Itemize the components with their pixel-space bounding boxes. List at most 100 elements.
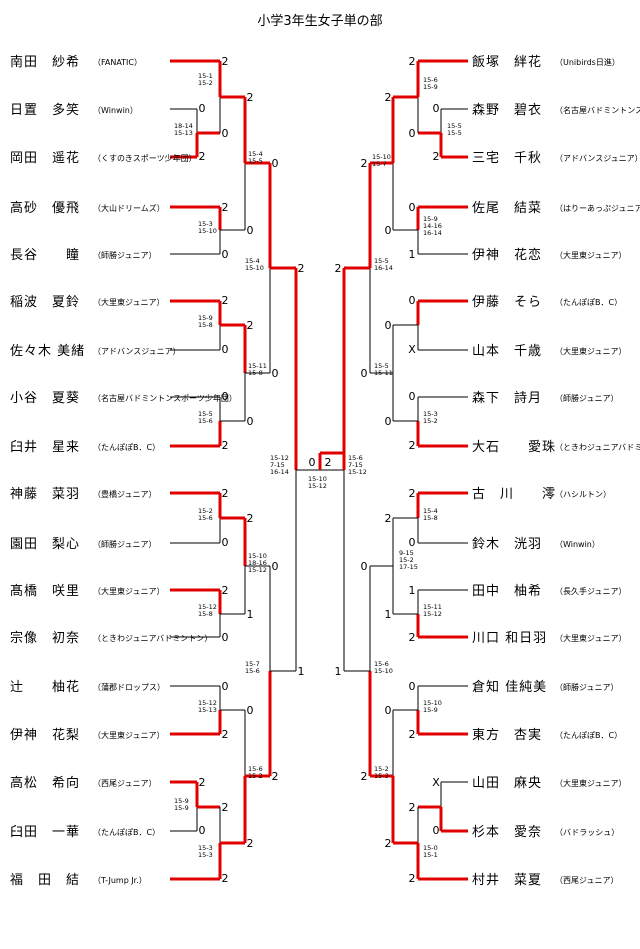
game-scores: 15-3 [198, 844, 213, 852]
game-scores: 15-13 [174, 129, 193, 137]
match-score: 0 [433, 102, 440, 115]
game-scores: 15-9 [174, 797, 189, 805]
game-scores: 17-15 [399, 563, 418, 571]
player-club: （大里東ジュニア） [93, 586, 164, 596]
game-scores: 15-2 [374, 765, 389, 773]
game-scores: 15-10 [372, 153, 391, 161]
match-score: 2 [247, 319, 254, 332]
match-score: 1 [385, 608, 392, 621]
game-scores: 15-2 [248, 772, 263, 780]
player-club: （大里東ジュニア） [555, 346, 626, 356]
game-scores: 15-4 [245, 257, 260, 265]
game-scores: 15-6 [348, 454, 363, 462]
player-club: （ハシルトン） [555, 490, 611, 499]
match-score: 1 [335, 665, 342, 678]
game-scores: 7-15 [348, 461, 363, 469]
match-score: 0 [222, 680, 229, 693]
player-name: 倉知 佳純美 [472, 679, 547, 695]
match-score: 0 [222, 343, 229, 356]
player-name: 稲波 夏鈴 [10, 295, 80, 310]
player-club: （たんぽぽB．C） [93, 443, 160, 452]
game-scores: 15-12 [198, 603, 217, 611]
player-club: （師勝ジュニア） [555, 682, 618, 692]
game-scores: 15-8 [423, 514, 438, 522]
match-score: 0 [199, 824, 206, 837]
match-score: 0 [272, 157, 279, 170]
match-score: 2 [409, 728, 416, 741]
game-scores: 15-2 [399, 556, 414, 564]
match-score: 2 [272, 770, 279, 783]
player-club: （たんぽぽB．C） [93, 828, 160, 837]
match-score: X [408, 343, 416, 356]
player-club: （ときわジュニアバドミントン） [93, 634, 212, 643]
player-club: （大里東ジュニア） [93, 297, 164, 307]
player-name: 古 川 澪 [472, 487, 556, 502]
player-club: （FANATIC） [93, 58, 142, 67]
game-scores: 15-6 [198, 417, 213, 425]
game-scores: 15-11 [423, 603, 442, 611]
game-scores: 18-16 [248, 559, 267, 567]
game-scores: 15-10 [248, 552, 267, 560]
player-name: 宗像 初奈 [10, 630, 80, 646]
player-name: 東方 杏実 [472, 727, 542, 743]
match-score: 2 [222, 439, 229, 452]
game-scores: 15-9 [423, 706, 438, 714]
player-name: 臼田 一華 [10, 825, 80, 840]
game-scores: 15-5 [248, 157, 263, 165]
player-club: （蒲郡ドロップス） [93, 682, 165, 692]
game-scores: 15-1 [423, 851, 438, 859]
player-club: （豊橋ジュニア） [93, 489, 156, 499]
game-scores: 15-6 [245, 667, 260, 675]
match-score: 0 [409, 680, 416, 693]
player-name: 高松 希向 [10, 775, 80, 791]
player-club: （たんぽぽB．C） [555, 298, 622, 307]
match-score: X [432, 776, 440, 789]
game-scores: 16-14 [270, 468, 289, 476]
game-scores: 15-5 [374, 257, 389, 265]
game-scores: 15-9 [423, 83, 438, 91]
match-score: 0 [361, 560, 368, 573]
player-club: （西尾ジュニア） [555, 876, 618, 885]
game-scores: 15-3 [374, 772, 389, 780]
game-scores: 15-7 [372, 160, 387, 168]
game-scores: 15-10 [308, 475, 327, 483]
game-scores: 15-5 [447, 129, 462, 137]
match-score: 1 [298, 665, 305, 678]
player-club: （ときわジュニアバドミントン） [555, 443, 640, 452]
game-scores: 15-6 [423, 76, 438, 84]
match-score: 2 [222, 728, 229, 741]
game-scores: 7-15 [270, 461, 285, 469]
game-scores: 15-5 [447, 122, 462, 130]
player-name: 田中 柚希 [472, 584, 542, 599]
match-score: 2 [222, 872, 229, 885]
match-score: 0 [385, 224, 392, 237]
game-scores: 15-8 [198, 321, 213, 329]
game-scores: 15-12 [270, 454, 289, 462]
match-score: 0 [385, 704, 392, 717]
player-name: 三宅 千秋 [472, 151, 542, 166]
game-scores: 15-12 [348, 468, 367, 476]
player-club: （西尾ジュニア） [93, 779, 156, 788]
game-scores: 15-13 [198, 706, 217, 714]
player-name: 飯塚 絆花 [472, 54, 542, 70]
player-name: 村井 菜夏 [472, 873, 542, 888]
game-scores: 15-9 [423, 215, 438, 223]
game-scores: 16-14 [374, 264, 393, 272]
game-scores: 9-15 [399, 549, 414, 557]
player-club: （くすのきスポーツ少年団） [93, 153, 197, 163]
match-score: 0 [247, 415, 254, 428]
match-score: 0 [272, 367, 279, 380]
match-score: 1 [409, 584, 416, 597]
match-score: 2 [409, 631, 416, 644]
match-score: 2 [199, 776, 206, 789]
player-name: 鈴木 洸羽 [472, 537, 542, 552]
match-score: 0 [385, 319, 392, 332]
player-club: （T-Jump Jr.） [93, 876, 147, 885]
player-club: （名古屋バドミントンスポーツ少年団） [93, 393, 237, 403]
game-scores: 15-3 [198, 851, 213, 859]
game-scores: 15-1 [198, 72, 213, 80]
player-club: （大山ドリームズ） [93, 203, 165, 213]
game-scores: 18-14 [174, 122, 193, 130]
player-name: 長谷 瞳 [10, 248, 80, 263]
game-scores: 16-14 [423, 229, 442, 237]
